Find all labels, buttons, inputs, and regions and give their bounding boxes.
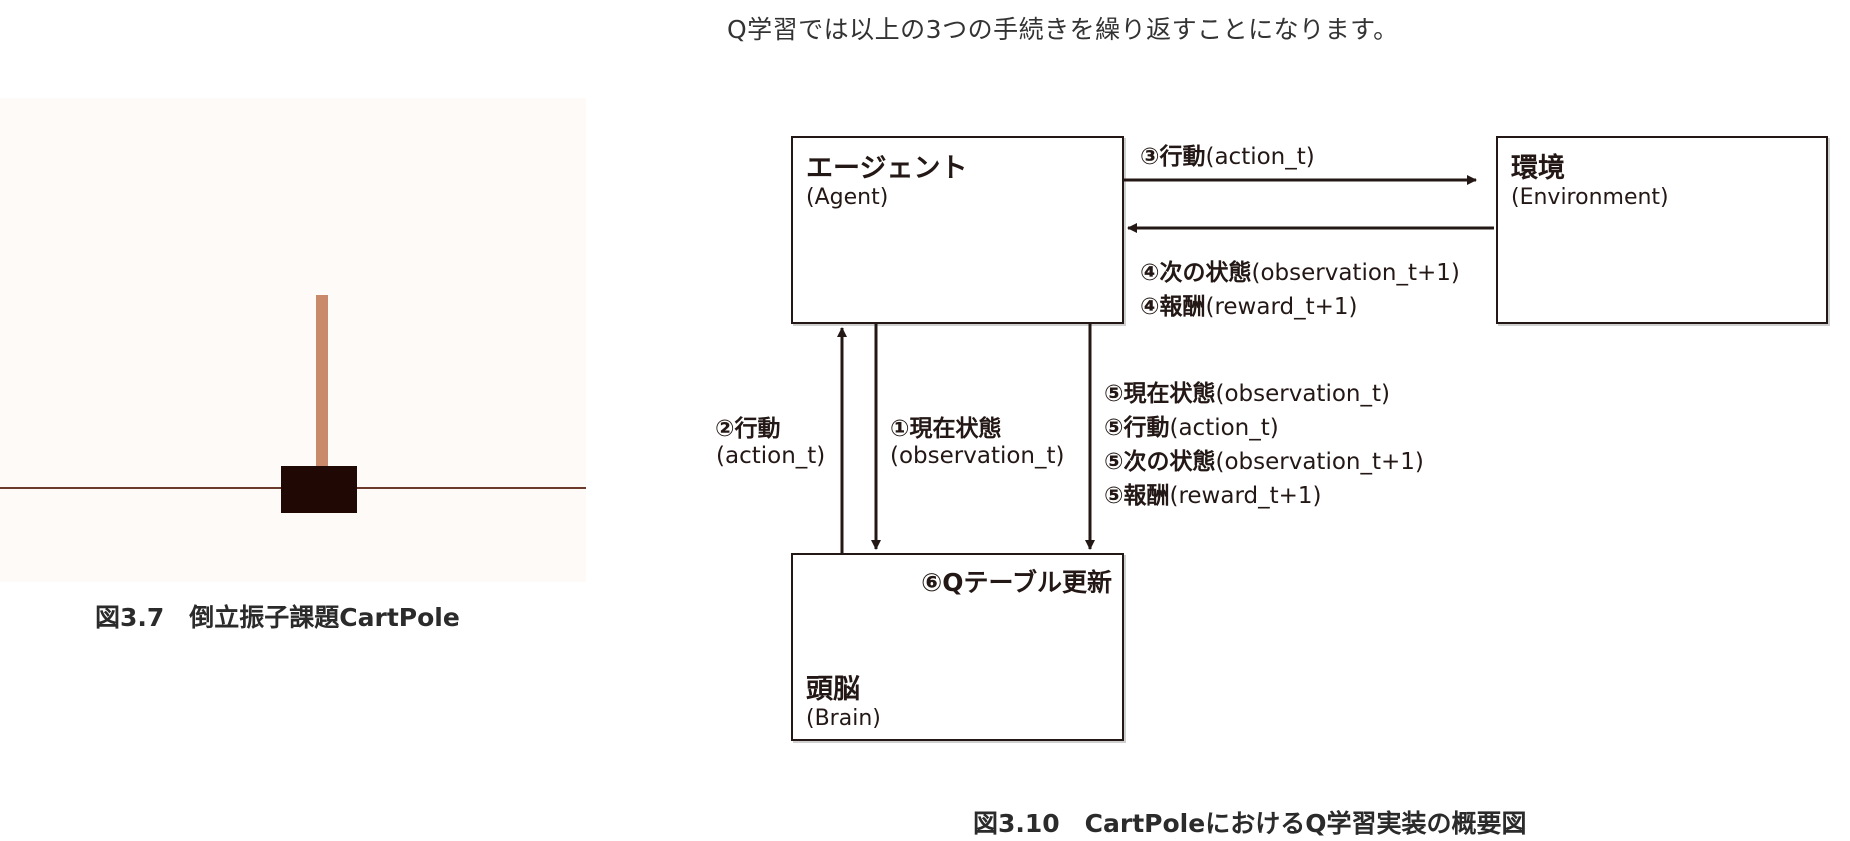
environment-title: 環境 [1511,153,1565,184]
label-step4-reward-text: (reward_t+1) [1205,294,1358,320]
environment-subtitle: (Environment) [1511,185,1669,210]
label-step1-text: (observation_t) [890,443,1065,469]
label-step5-state-text: (observation_t) [1215,381,1390,407]
label-step5-action: ⑤行動(action_t) [1104,408,1279,442]
label-step1-mark: ①現在状態 [890,416,1002,442]
brain-note: ⑥Qテーブル更新 [921,568,1112,597]
label-step3-text: (action_t) [1205,144,1315,170]
label-step5-state-mark: ⑤現在状態 [1104,381,1216,407]
label-step2-action: ②行動 [715,409,780,443]
label-step5-reward: ⑤報酬(reward_t+1) [1104,476,1322,510]
label-step5-reward-text: (reward_t+1) [1169,483,1322,509]
figure-caption-cartpole: 図3.7 倒立振子課題CartPole [95,603,460,632]
brain-title: 頭脳 [806,674,860,705]
label-step4-reward: ④報酬(reward_t+1) [1140,287,1358,321]
label-step5-action-text: (action_t) [1169,415,1279,441]
label-step3-action: ③行動(action_t) [1140,137,1315,171]
figure-caption-diagram: 図3.10 CartPoleにおけるQ学習実装の概要図 [973,809,1527,838]
label-step4-next-state: ④次の状態(observation_t+1) [1140,253,1460,287]
label-step5-reward-mark: ⑤報酬 [1104,483,1170,509]
label-step5-next-mark: ⑤次の状態 [1104,449,1216,475]
label-step2-mark: ②行動 [715,416,781,442]
label-step5-next-text: (observation_t+1) [1215,449,1424,475]
agent-box: エージェント (Agent) [791,136,1124,324]
brain-subtitle: (Brain) [806,706,881,731]
cartpole-cart [281,466,357,513]
intro-text: Q学習では以上の3つの手続きを繰り返すことになります。 [727,15,1399,44]
label-step4-reward-mark: ④報酬 [1140,294,1206,320]
label-step5-action-mark: ⑤行動 [1104,415,1170,441]
environment-box: 環境 (Environment) [1496,136,1828,324]
cartpole-pole [316,295,328,487]
label-step2-text: (action_t) [716,443,826,469]
agent-title: エージェント [806,153,968,184]
label-step1-state: ①現在状態 [890,409,1001,443]
brain-box: ⑥Qテーブル更新 頭脳 (Brain) [791,553,1124,741]
label-step4-state-text: (observation_t+1) [1251,260,1460,286]
label-step3-mark: ③行動 [1140,144,1206,170]
label-step5-state: ⑤現在状態(observation_t) [1104,374,1390,408]
label-step4-state-mark: ④次の状態 [1140,260,1252,286]
label-step5-next-state: ⑤次の状態(observation_t+1) [1104,442,1424,476]
agent-subtitle: (Agent) [806,185,889,210]
